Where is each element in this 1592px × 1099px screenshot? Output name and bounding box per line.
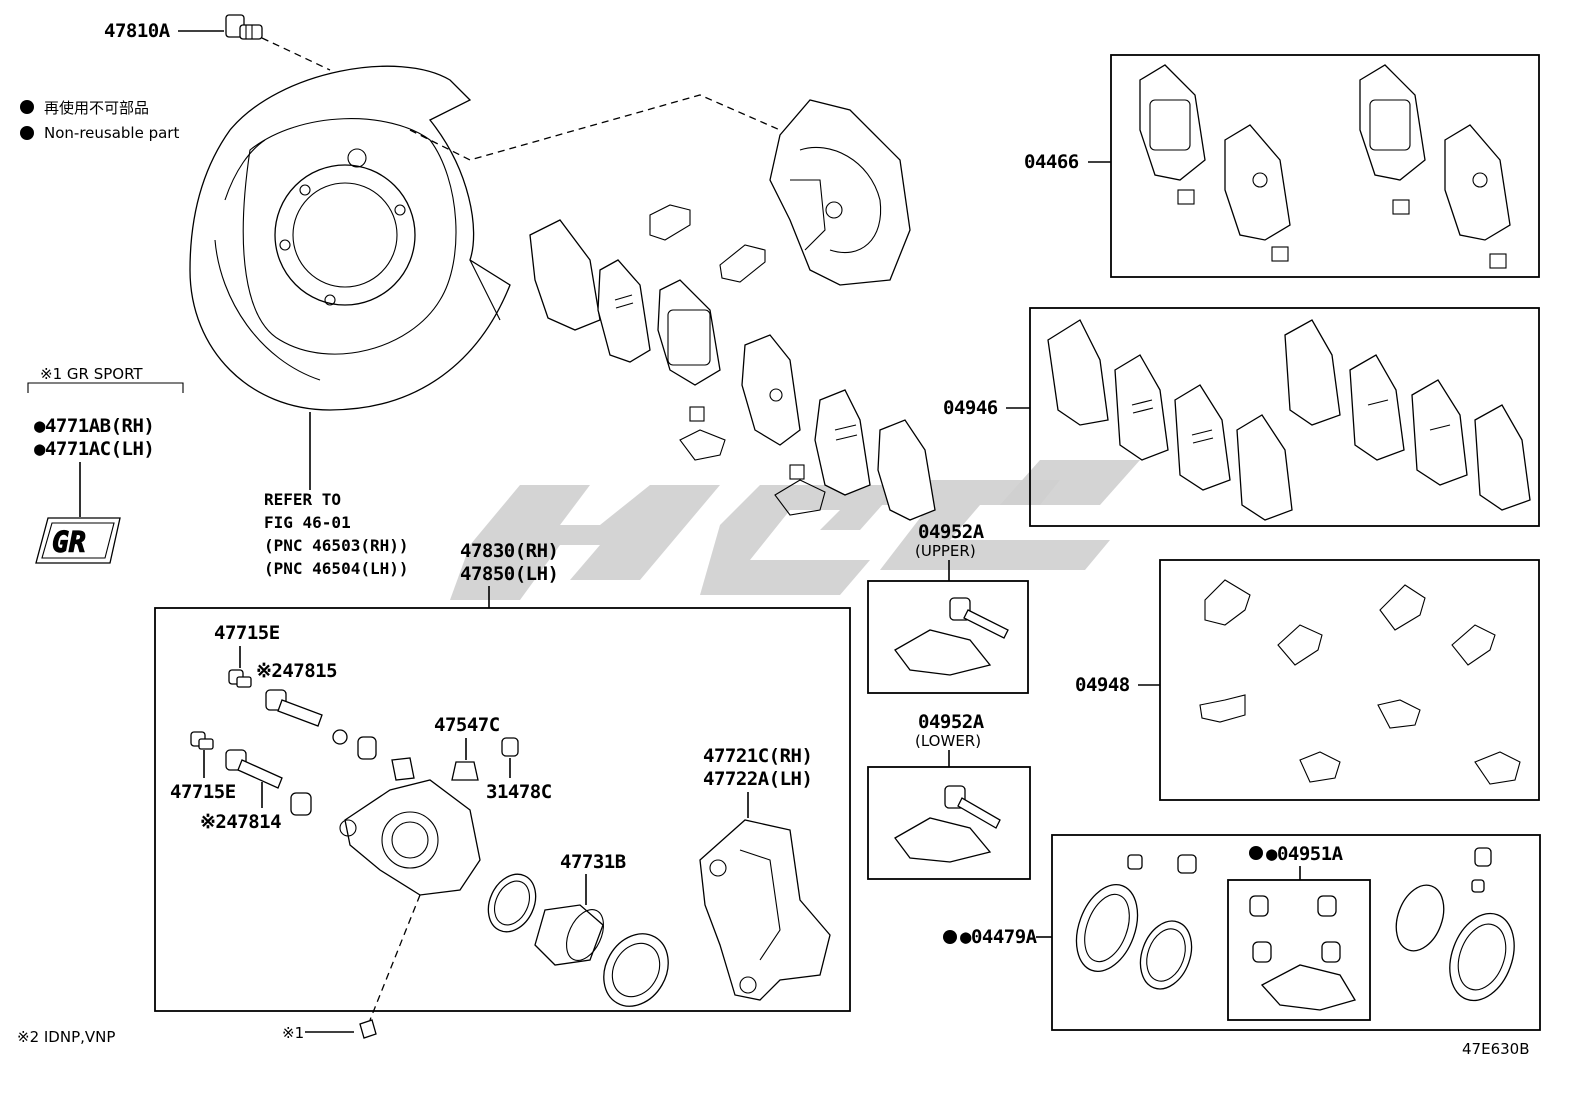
label-47547c[interactable]: 47547C xyxy=(434,714,500,736)
gr-part-rh[interactable]: ●4771AB(RH) xyxy=(34,415,155,437)
refer-line-3: (PNC 46503(RH)) xyxy=(264,536,409,555)
gr-sport-block: ※1 GR SPORT ●4771AB(RH) ●4771AC(LH) GR xyxy=(27,365,184,564)
slide-pin-47814-icon xyxy=(225,749,283,789)
pad-set-04466-icon xyxy=(1139,64,1511,269)
label-04479a[interactable]: ●04479A xyxy=(960,926,1038,948)
shim-set-04946-icon xyxy=(1047,319,1531,521)
label-caliper-rh[interactable]: 47830(RH) xyxy=(460,540,559,562)
box-04948: 04948 xyxy=(1075,559,1540,801)
upper-note: (UPPER) xyxy=(915,542,976,560)
footnote-idnp: ※2 IDNP,VNP xyxy=(17,1028,115,1046)
label-47715e-bottom[interactable]: 47715E xyxy=(170,781,236,803)
bleeder-bolt-bottom-icon xyxy=(190,731,214,750)
legend-en: Non-reusable part xyxy=(44,124,179,142)
figure-id: 47E630B xyxy=(1462,1040,1530,1058)
ref-mark: ※1 xyxy=(282,1024,304,1042)
pin-grease-kit-lower-icon xyxy=(894,785,1001,863)
box-04479a: ●04479A ●04951A xyxy=(943,834,1541,1031)
bleeder-plug-icon xyxy=(451,761,479,781)
legend: 再使用不可部品 Non-reusable part xyxy=(20,99,179,142)
label-47814[interactable]: ※247814 xyxy=(200,811,282,833)
clip-set-04948-icon xyxy=(1199,579,1521,785)
slide-pin-47815-icon xyxy=(265,689,323,727)
dust-boot-icon xyxy=(603,933,669,1007)
label-47815[interactable]: ※247815 xyxy=(256,660,338,682)
bleeder-bolt-top-icon xyxy=(228,669,252,688)
label-04466[interactable]: 04466 xyxy=(1024,151,1079,173)
label-47731b[interactable]: 47731B xyxy=(560,851,626,873)
refer-line-1: REFER TO xyxy=(264,490,341,509)
bolt-47810a-icon xyxy=(225,14,263,40)
watermark-logo xyxy=(450,460,1140,600)
bullet-icon xyxy=(20,126,34,140)
label-mount-lh[interactable]: 47722A(LH) xyxy=(703,768,813,790)
lower-note: (LOWER) xyxy=(915,732,981,750)
box-04946: 04946 xyxy=(943,307,1540,527)
gr-sport-title: ※1 GR SPORT xyxy=(40,365,143,383)
bolt-47810a-group: 47810A xyxy=(104,14,331,71)
label-mount-rh[interactable]: 47721C(RH) xyxy=(703,745,813,767)
label-04946[interactable]: 04946 xyxy=(943,397,998,419)
caliper-upper-illustration xyxy=(769,99,911,286)
refer-to-note: REFER TO FIG 46-01 (PNC 46503(RH)) (PNC … xyxy=(264,490,409,578)
box-04466: 04466 xyxy=(1024,54,1540,278)
refer-line-2[interactable]: FIG 46-01 xyxy=(264,513,351,532)
gr-badge-text: GR xyxy=(52,526,86,559)
caliper-body-icon xyxy=(339,757,481,896)
label-caliper-lh[interactable]: 47850(LH) xyxy=(460,563,559,585)
label-47810a[interactable]: 47810A xyxy=(104,20,171,42)
bullet-icon xyxy=(20,100,34,114)
bullet-icon xyxy=(1249,846,1263,860)
caliper-assembly-box: 47830(RH) 47850(LH) 47715E ※247815 47547… xyxy=(154,540,851,1021)
bullet-icon xyxy=(943,930,957,944)
label-04948[interactable]: 04948 xyxy=(1075,674,1130,696)
gr-badge-icon: GR xyxy=(35,517,121,564)
backing-plate-illustration xyxy=(189,65,511,411)
caliper-mount-icon xyxy=(699,819,831,1001)
label-47715e-top[interactable]: 47715E xyxy=(214,622,280,644)
gr-part-lh[interactable]: ●4771AC(LH) xyxy=(34,438,155,460)
label-04951a[interactable]: ●04951A xyxy=(1266,843,1344,865)
boot-kit-04951a-icon xyxy=(1249,895,1356,1011)
legend-jp: 再使用不可部品 xyxy=(44,99,149,117)
refer-line-4: (PNC 46504(LH)) xyxy=(264,559,409,578)
seal-kit-04479a-icon xyxy=(1075,847,1515,1002)
pin-grease-kit-upper-icon xyxy=(894,597,1009,676)
pads-fan-illustration xyxy=(529,204,936,521)
label-04952a-upper[interactable]: 04952A xyxy=(918,521,985,543)
label-04952a-lower[interactable]: 04952A xyxy=(918,711,985,733)
label-31478c[interactable]: 31478C xyxy=(486,781,552,803)
cap-31478c-icon xyxy=(501,737,519,757)
piston-seal-icon xyxy=(487,873,537,933)
piston-icon xyxy=(534,904,605,966)
box-04952a-upper: 04952A (UPPER) xyxy=(867,521,1029,694)
box-04952a-lower: 04952A (LOWER) xyxy=(867,711,1031,880)
